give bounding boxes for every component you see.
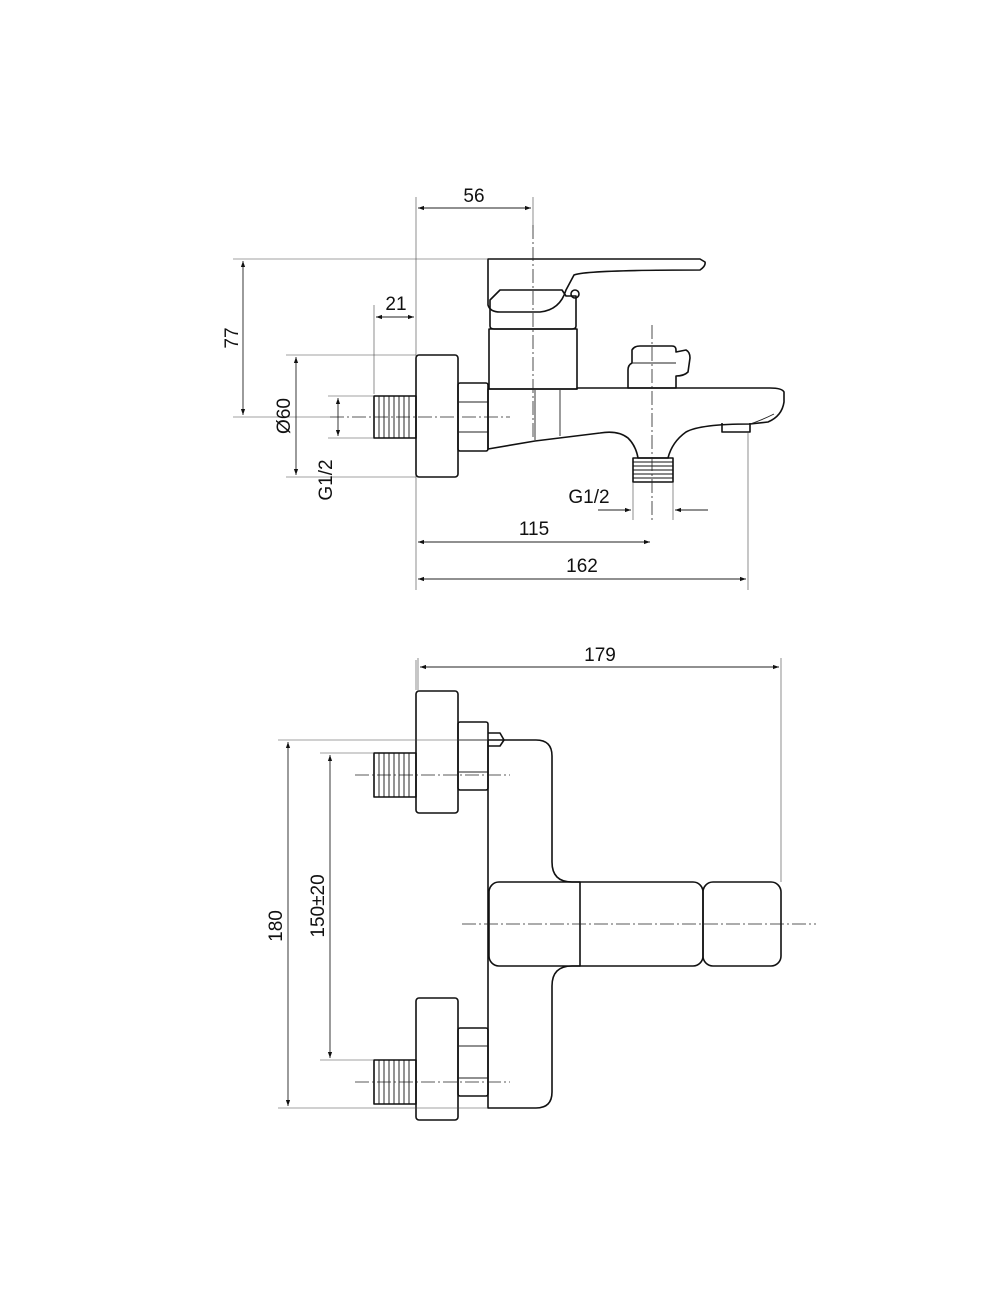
mixer-body-spout [487,387,785,459]
dim-g12-inlet: G1/2 [316,459,337,500]
side-view: 56 21 77 Ø60 G1/2 G1/2 115 162 [222,186,785,590]
dim-162: 162 [566,556,598,577]
lower-hex-nut [457,1027,489,1097]
upper-flange [415,690,459,814]
lower-flange [415,997,459,1121]
dim-77: 77 [222,327,243,348]
dim-179: 179 [584,645,616,666]
outlet-thread [632,457,674,483]
dim-60-diameter: Ø60 [274,398,295,434]
wall-flange [415,354,459,478]
cartridge-cap [489,289,577,330]
dim-150-tolerance: 150±20 [308,874,329,937]
upper-hex-nut [457,721,505,791]
dim-56: 56 [463,186,484,207]
lever-handle [487,258,706,313]
dim-g12-outlet: G1/2 [568,487,609,508]
diverter-knob [627,345,691,389]
top-view: 179 180 150±20 [266,645,816,1121]
dim-21: 21 [385,294,406,315]
dim-115: 115 [519,519,549,540]
dim-180: 180 [266,910,287,942]
